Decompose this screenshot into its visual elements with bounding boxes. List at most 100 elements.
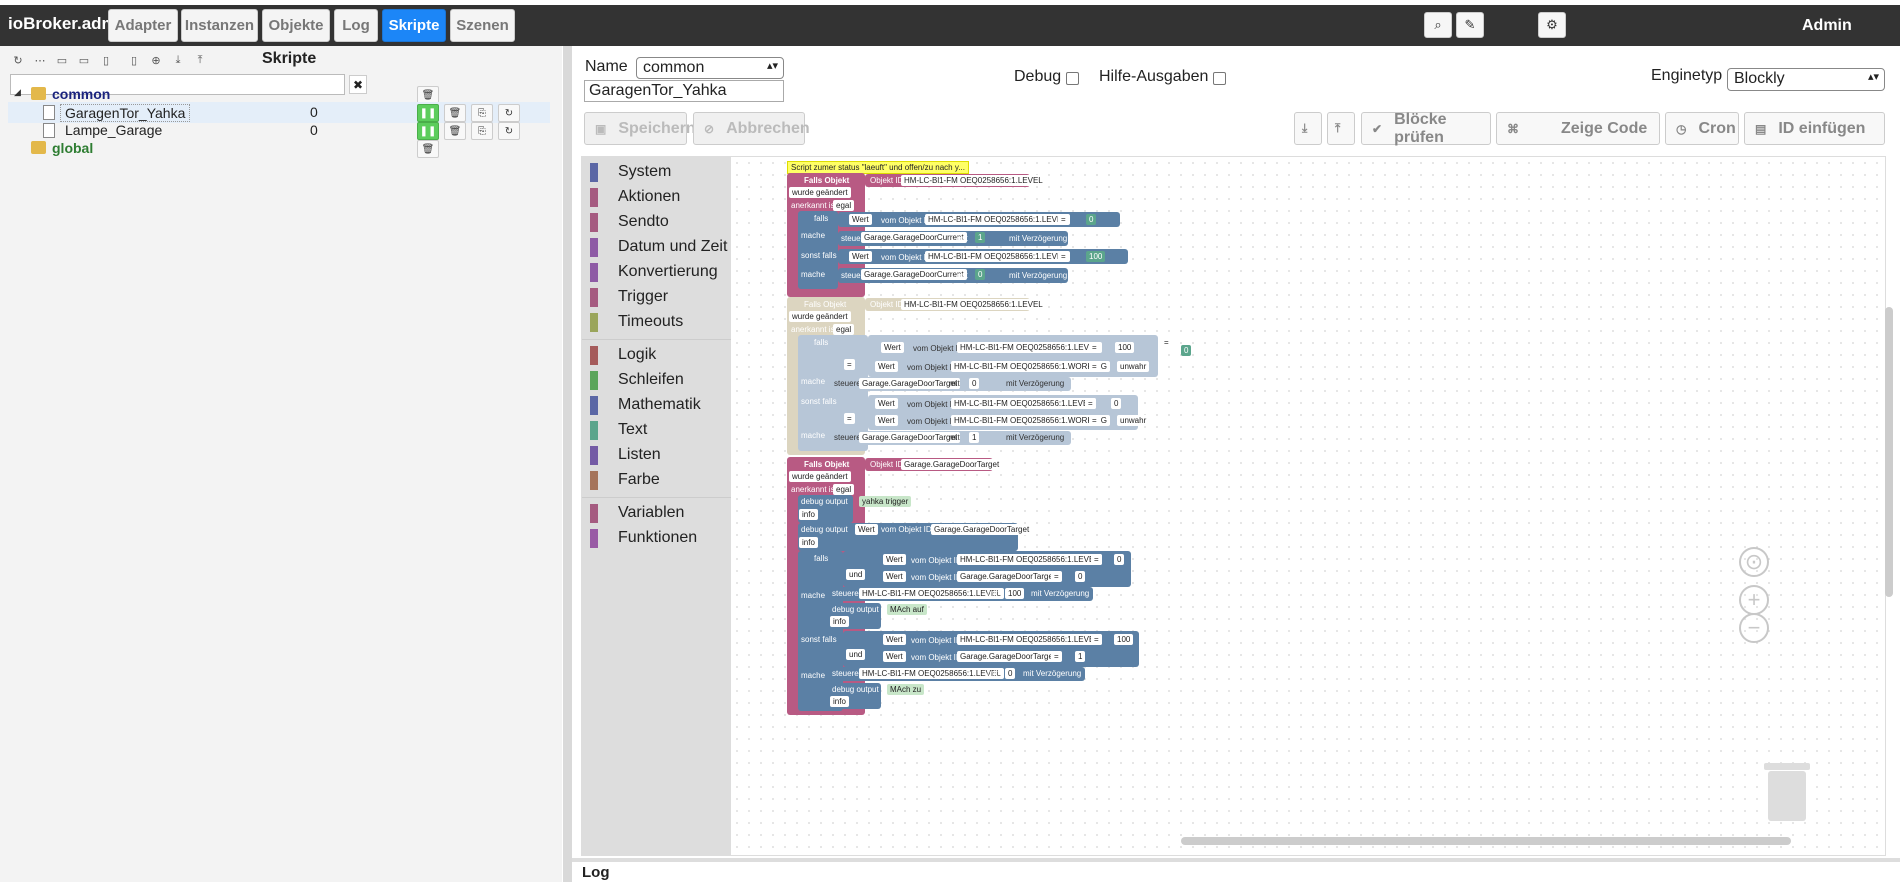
block-comment[interactable]: Script zumer status "laeuft" und offen/z… bbox=[787, 161, 969, 174]
delete-icon[interactable]: 🗑 bbox=[444, 122, 466, 140]
object-id-field[interactable]: HM-LC-Bl1-FM OEQ0258656:1.LEVEL bbox=[951, 398, 1096, 409]
object-id-field[interactable]: HM-LC-Bl1-FM OEQ0258656:1.LEVEL bbox=[859, 588, 1004, 599]
category-timeouts[interactable]: Timeouts bbox=[590, 313, 683, 332]
blockly-workspace[interactable]: System Aktionen Sendto Datum und Zeit Ko… bbox=[581, 156, 1893, 856]
user-name[interactable]: Admin bbox=[1802, 17, 1852, 34]
dropdown-field[interactable]: egal bbox=[833, 200, 855, 211]
tab-instanzen[interactable]: Instanzen bbox=[181, 9, 258, 42]
operator-field[interactable]: = bbox=[1091, 634, 1102, 645]
dropdown-field[interactable]: info bbox=[830, 696, 849, 707]
tab-skripte[interactable]: Skripte bbox=[382, 9, 446, 42]
pause-button[interactable]: ❚❚ bbox=[417, 122, 439, 140]
category-sendto[interactable]: Sendto bbox=[590, 213, 669, 232]
value-field[interactable]: 0 bbox=[1005, 668, 1016, 679]
cancel-button[interactable]: ⊘Abbrechen bbox=[693, 112, 810, 145]
blockly-canvas[interactable]: Script zumer status "laeuft" und offen/z… bbox=[731, 157, 1893, 855]
object-id-field[interactable]: Garage.GarageDoorTarget bbox=[957, 571, 1059, 582]
operator-field[interactable]: = bbox=[844, 413, 855, 424]
tree-item-garagentor[interactable]: GaragenTor_Yahka 0 ❚❚ 🗑 ⎘ ↻ bbox=[8, 102, 550, 123]
dropdown-field[interactable]: egal bbox=[833, 484, 855, 495]
dropdown-field[interactable]: Wert bbox=[875, 361, 898, 372]
value-field[interactable]: 0 bbox=[1086, 214, 1097, 225]
zoom-out-icon[interactable]: − bbox=[1739, 613, 1769, 643]
show-code-button[interactable]: ⌘Zeige Code bbox=[1496, 112, 1660, 145]
dropdown-field[interactable]: Wert bbox=[883, 571, 906, 582]
category-text[interactable]: Text bbox=[590, 421, 647, 440]
dropdown-field[interactable]: Wert bbox=[849, 214, 872, 225]
category-datum[interactable]: Datum und Zeit bbox=[590, 238, 727, 257]
restart-icon[interactable]: ↻ bbox=[498, 122, 520, 140]
operator-field[interactable]: = bbox=[1051, 651, 1062, 662]
operator-field[interactable]: = bbox=[1089, 342, 1100, 353]
value-field[interactable]: 100 bbox=[1115, 342, 1135, 353]
dropdown-field[interactable]: und bbox=[846, 649, 866, 660]
operator-field[interactable]: = bbox=[1051, 571, 1062, 582]
object-id-field[interactable]: Garage.GarageDoorTarget bbox=[901, 459, 1003, 470]
operator-field[interactable]: = bbox=[1058, 251, 1069, 262]
folder-open-icon[interactable]: ▭ bbox=[56, 54, 68, 67]
delete-icon[interactable]: 🗑 bbox=[417, 86, 439, 104]
object-id-field[interactable]: HM-LC-Bl1-FM OEQ0258656:1.WORKING bbox=[951, 361, 1110, 372]
object-id-field[interactable]: HM-LC-Bl1-FM OEQ0258656:1.LEVEL bbox=[925, 251, 1070, 262]
operator-field[interactable]: = bbox=[1089, 415, 1100, 426]
object-id-field[interactable]: HM-LC-Bl1-FM OEQ0258656:1.WORKING bbox=[951, 415, 1110, 426]
dropdown-field[interactable]: unwahr bbox=[1117, 361, 1150, 372]
dropdown-field[interactable]: Wert bbox=[881, 342, 904, 353]
value-field[interactable]: 100 bbox=[1086, 251, 1106, 262]
object-id-field[interactable]: Garage.GarageDoorCurrent bbox=[861, 232, 967, 243]
zoom-in-icon[interactable]: + bbox=[1739, 585, 1769, 615]
dropdown-field[interactable]: wurde geändert bbox=[789, 187, 851, 198]
tree-folder-common[interactable]: ◢ common 🗑 bbox=[8, 84, 550, 105]
text-field[interactable]: yahka trigger bbox=[859, 496, 912, 507]
edit-icon[interactable]: ✎ bbox=[1456, 12, 1484, 38]
object-id-field[interactable]: HM-LC-Bl1-FM OEQ0258656:1.LEVEL bbox=[957, 342, 1102, 353]
copy-icon[interactable]: ⎘ bbox=[471, 122, 493, 140]
value-field[interactable]: 100 bbox=[1114, 634, 1134, 645]
dropdown-field[interactable]: Wert bbox=[883, 554, 906, 565]
object-id-field[interactable]: HM-LC-Bl1-FM OEQ0258656:1.LEVEL bbox=[859, 668, 1004, 679]
operator-field[interactable]: = bbox=[1089, 361, 1100, 372]
tab-log[interactable]: Log bbox=[334, 9, 378, 42]
copy-icon[interactable]: ⎘ bbox=[471, 104, 493, 122]
text-field[interactable]: MAch zu bbox=[887, 684, 925, 695]
category-logik[interactable]: Logik bbox=[590, 346, 656, 365]
object-id-field[interactable]: Garage.GarageDoorTarget bbox=[931, 524, 1033, 535]
if-block-1[interactable] bbox=[798, 211, 838, 289]
object-id-field[interactable]: HM-LC-Bl1-FM OEQ0258656:1.LEVEL bbox=[957, 554, 1102, 565]
collapse-icon[interactable]: ⋯ bbox=[34, 54, 46, 67]
pause-button[interactable]: ❚❚ bbox=[417, 104, 439, 122]
value-field[interactable]: 1 bbox=[1075, 651, 1086, 662]
category-listen[interactable]: Listen bbox=[590, 446, 661, 465]
dropdown-field[interactable]: egal bbox=[833, 324, 855, 335]
tab-szenen[interactable]: Szenen bbox=[450, 9, 515, 42]
horizontal-scrollbar[interactable] bbox=[1181, 837, 1791, 845]
script-name-input[interactable]: GaragenTor_Yahka bbox=[584, 80, 784, 102]
object-id-field[interactable]: HM-LC-Bl1-FM OEQ0258656:1.LEVEL bbox=[901, 175, 1046, 186]
value-field[interactable]: 0 bbox=[1181, 345, 1192, 356]
dropdown-field[interactable]: Wert bbox=[883, 634, 906, 645]
operator-field[interactable]: = bbox=[1058, 214, 1069, 225]
panel-splitter[interactable] bbox=[563, 46, 572, 882]
delete-icon[interactable]: 🗑 bbox=[417, 140, 439, 158]
clear-search-icon[interactable]: ✖ bbox=[349, 75, 367, 94]
text-field[interactable]: MAch auf bbox=[887, 604, 927, 615]
log-splitter[interactable] bbox=[572, 858, 1900, 862]
operator-field[interactable]: = bbox=[1091, 554, 1102, 565]
refresh-icon[interactable]: ↻ bbox=[13, 54, 23, 67]
operator-field[interactable]: = bbox=[1161, 337, 1172, 348]
download-button[interactable]: ⤓ bbox=[1294, 112, 1322, 145]
vertical-scrollbar[interactable] bbox=[1885, 307, 1893, 597]
category-mathematik[interactable]: Mathematik bbox=[590, 396, 701, 415]
object-id-field[interactable]: HM-LC-Bl1-FM OEQ0258656:1.LEVEL bbox=[901, 299, 1046, 310]
category-variablen[interactable]: Variablen bbox=[590, 504, 684, 523]
insert-id-button[interactable]: ▤ID einfügen bbox=[1744, 112, 1885, 145]
category-system[interactable]: System bbox=[590, 163, 671, 182]
script-search-input[interactable] bbox=[10, 74, 345, 95]
folder-icon[interactable]: ▯ bbox=[102, 54, 110, 67]
upload-button[interactable]: ⤒ bbox=[1327, 112, 1355, 145]
dropdown-field[interactable]: info bbox=[830, 616, 849, 627]
value-field[interactable]: 0 bbox=[969, 378, 980, 389]
trash-icon[interactable] bbox=[1768, 771, 1806, 821]
object-id-field[interactable]: Garage.GarageDoorTarget bbox=[957, 651, 1059, 662]
restart-icon[interactable]: ↻ bbox=[498, 104, 520, 122]
